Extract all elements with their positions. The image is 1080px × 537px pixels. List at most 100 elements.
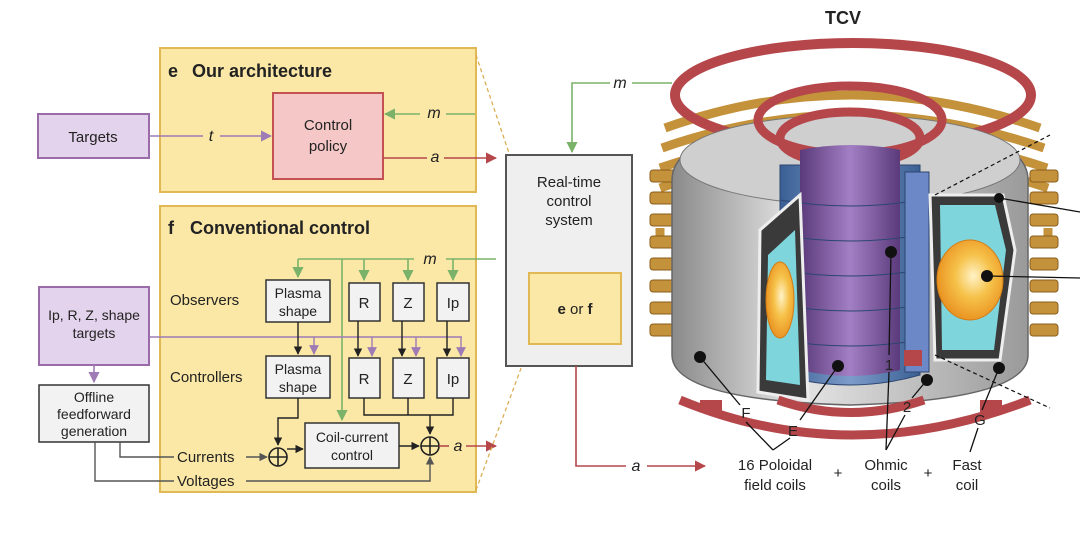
observer-z-box [392,282,425,322]
coil-current-box [304,422,400,469]
sum-node-2-cross [421,437,439,455]
controller-plasma-line2: shape [279,379,317,395]
fast-line2: coil [956,477,979,494]
offline-line1: Offline [74,389,114,405]
label-2: 2 [903,399,911,416]
leader-1-group [885,371,890,451]
leader-g [981,367,1000,411]
ohmic-line2: coils [871,477,901,494]
offline-line2: feedforward [57,406,131,422]
label-f: F [741,405,750,422]
controller-ip-box [436,357,470,399]
rt-line2: control [546,193,591,210]
poloidal-line1: 16 Poloidal [738,457,812,474]
bottom-red-ring-2 [678,395,1032,440]
rt-line3: system [545,212,593,229]
observer-plasma-line1: Plasma [275,285,322,301]
observer-ip-box [436,282,470,322]
panel-e-letter: e [168,61,178,81]
control-policy-line2: policy [309,138,348,155]
sum-node-1-cross [269,448,287,466]
targets-box [37,113,150,159]
panel-e-heading: Our architecture [192,61,332,81]
control-policy-line1: Control [304,117,352,134]
controller-ip-label: Ip [447,371,460,388]
controller-plasma-line1: Plasma [275,361,322,377]
lower-coil-left [700,400,722,412]
coil-current-line2: control [331,447,373,463]
leader-plasma [986,275,1080,279]
zoom-line-bottom [475,343,531,491]
shape-targets-box [38,286,150,366]
targets-label: Targets [68,129,117,146]
leader-2 [911,379,928,399]
observers-label: Observers [170,292,239,309]
offline-line3: generation [61,423,127,439]
leader-f-group [745,421,774,451]
dashed-cut-1 [934,134,1051,196]
offline-box [38,384,150,443]
plus-1: + [834,465,843,482]
poloidal-line2: field coils [744,477,806,494]
dashed-cut-2 [934,354,1051,409]
signal-a-e: a [431,149,440,166]
panel-f-letter: f [168,218,175,238]
tcv-title: TCV [825,8,861,28]
currents-label: Currents [177,449,235,466]
voltages-line [94,442,174,482]
observer-r-box [348,282,381,322]
leader-e [799,365,839,421]
observer-z-label: Z [403,295,412,312]
zoom-line-top [475,54,511,157]
leader-e-group [772,437,791,451]
a-out-rt [575,366,626,467]
signal-a-f: a [454,438,463,455]
side-coils [649,169,1059,337]
voltages-to-sum2 [246,456,435,482]
plus-2: + [924,465,933,482]
rt-line1: Real-time [537,174,601,191]
signal-m-top: m [613,75,626,92]
inner-bore [800,145,900,376]
left-plasma [765,261,795,339]
r-z-ip-bus [363,398,454,434]
rt-inner-label: e or f [557,301,593,318]
label-1: 1 [885,357,893,374]
right-plasma [936,239,1004,321]
label-e: E [788,423,798,440]
signal-m-f: m [423,251,436,268]
observer-r-label: R [359,295,370,312]
controller-z-box [392,357,425,399]
controller-r-box [348,357,381,399]
bottom-red-ring [776,395,926,417]
shape-targets-line1: Ip, R, Z, shape [48,307,140,323]
lower-column-coil [904,350,922,366]
ohmic-line1: Ohmic [864,457,908,474]
observer-plasma-line2: shape [279,303,317,319]
leader-1 [888,251,892,356]
observer-ip-label: Ip [447,295,460,312]
controller-plasma-box [265,355,331,399]
voltages-label: Voltages [177,473,235,490]
control-policy-box [272,92,384,180]
signal-a-bottom: a [632,458,641,475]
coil-current-line1: Coil-current [316,429,388,445]
leader-g-group [969,427,979,453]
signal-m-e: m [427,105,440,122]
controller-z-label: Z [403,371,412,388]
panel-f-heading: Conventional control [190,218,370,238]
signal-t: t [209,128,214,145]
plasma-to-sum1 [273,398,299,446]
ohmic-strip [904,171,930,373]
shape-targets-line2: targets [73,325,116,341]
controller-r-label: R [359,371,370,388]
m-into-rt [566,82,610,154]
currents-line [119,442,174,458]
leader-2-group [885,414,906,451]
controllers-label: Controllers [170,369,243,386]
fast-line1: Fast [952,457,982,474]
label-g: G [974,412,986,429]
rt-inner-box [528,272,622,345]
tcv-illustration [649,38,1080,453]
